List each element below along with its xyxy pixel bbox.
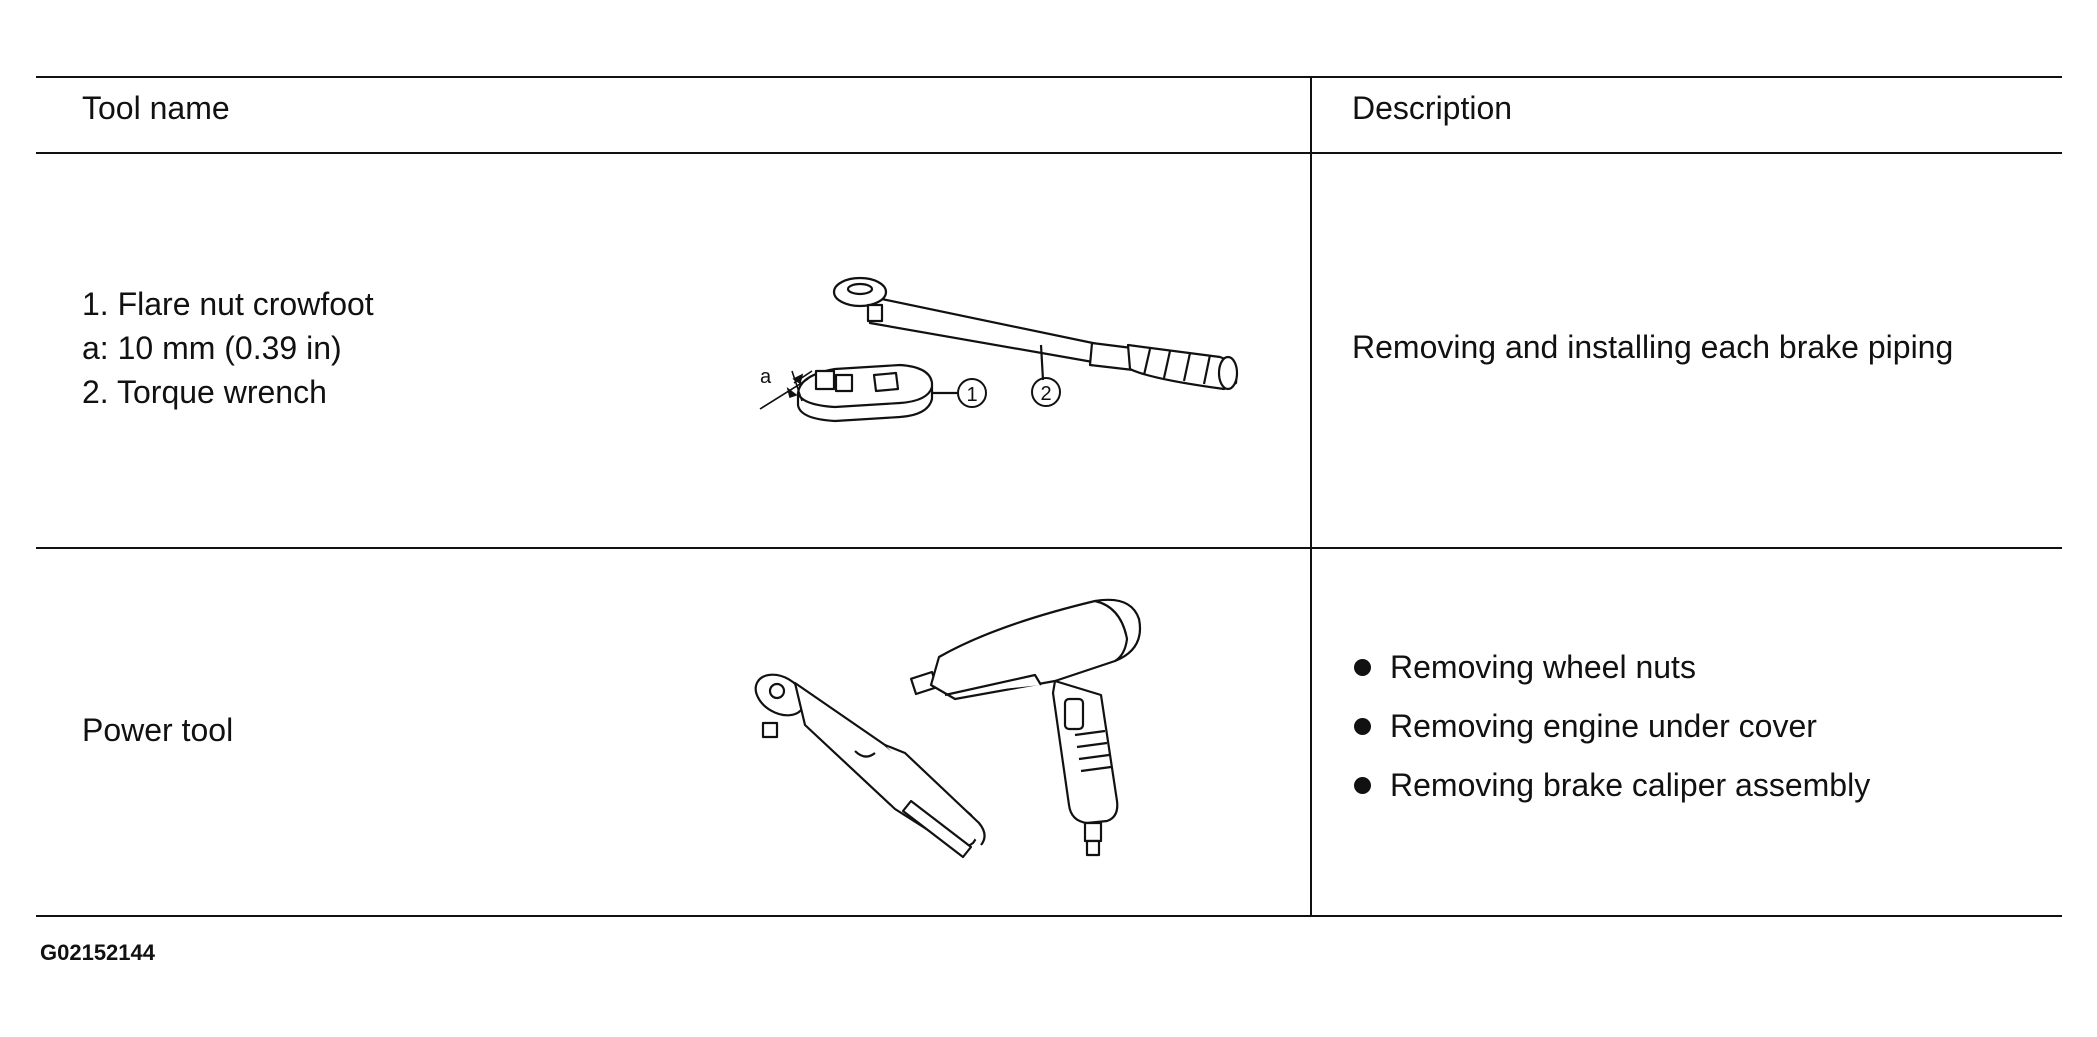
label-a: a bbox=[760, 366, 772, 388]
bullet-icon bbox=[1354, 776, 1371, 794]
list-item: Removing wheel nuts bbox=[1352, 645, 1870, 689]
header-tool-name: Tool name bbox=[82, 90, 230, 126]
air-ratchet-icon bbox=[754, 673, 986, 859]
flare-nut-crowfoot-icon bbox=[796, 363, 934, 423]
row1-description: Removing and installing each brake pipin… bbox=[1352, 329, 1954, 365]
callout-2-circle bbox=[1031, 377, 1061, 407]
header-description: Description bbox=[1352, 90, 1513, 126]
dimension-a-marker bbox=[759, 370, 813, 410]
callout-2-label: 2 bbox=[1040, 383, 1051, 405]
table-top-rule bbox=[36, 76, 2062, 78]
power-tool-illustration bbox=[754, 598, 1142, 859]
bullet-icon bbox=[1354, 717, 1371, 735]
impact-wrench-icon bbox=[909, 598, 1142, 857]
bullet-icon bbox=[1354, 658, 1371, 676]
row2-tool-line-1: Power tool bbox=[82, 712, 234, 748]
row2-description-list: Removing wheel nuts Removing engine unde… bbox=[1352, 645, 1870, 822]
column-divider bbox=[1310, 76, 1312, 917]
torque-wrench-icon bbox=[832, 276, 1239, 391]
list-item: Removing engine under cover bbox=[1352, 704, 1870, 748]
row1-tool-line-3: 2. Torque wrench bbox=[82, 374, 327, 410]
figure-code: G02152144 bbox=[40, 940, 155, 965]
callout-1-label: 1 bbox=[966, 384, 977, 406]
crowfoot-torque-wrench-illustration: a 1 2 bbox=[759, 276, 1239, 423]
row1-tool-line-1: 1. Flare nut crowfoot bbox=[82, 286, 374, 322]
row1-tool-line-2: a: 10 mm (0.39 in) bbox=[82, 330, 342, 366]
row-divider bbox=[36, 547, 2062, 549]
list-item: Removing brake caliper assembly bbox=[1352, 763, 1870, 807]
callout-1-circle bbox=[957, 378, 987, 408]
table-bottom-rule bbox=[36, 915, 2062, 917]
header-bottom-rule bbox=[36, 152, 2062, 154]
